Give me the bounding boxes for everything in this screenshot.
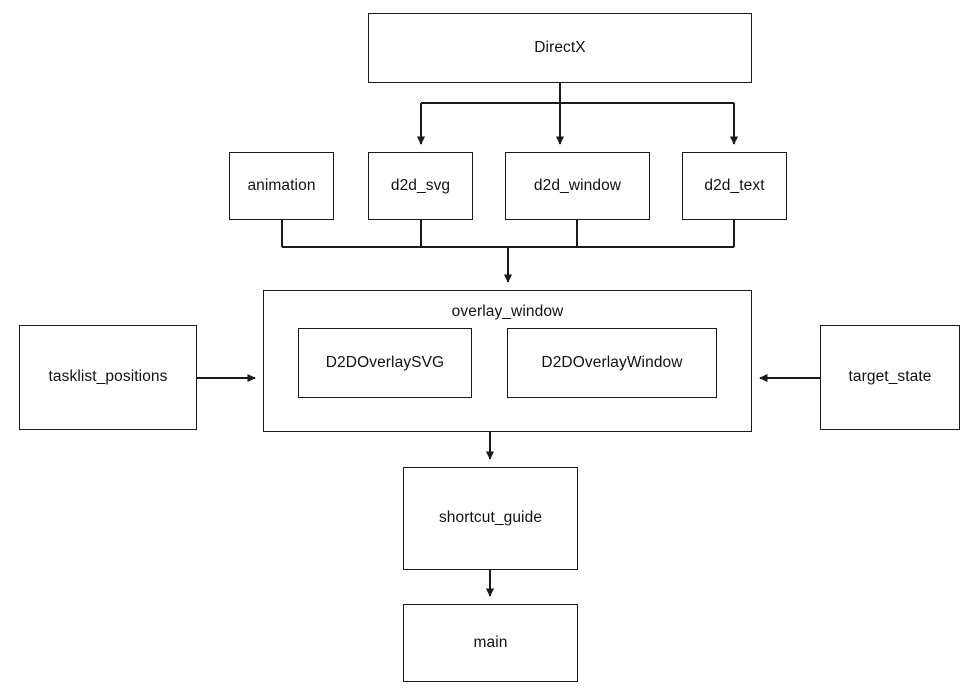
node-shortcut-guide-label: shortcut_guide: [438, 509, 543, 527]
node-d2doverlaywindow[interactable]: D2DOverlayWindow: [507, 328, 717, 398]
node-d2d-svg[interactable]: d2d_svg: [368, 152, 473, 220]
node-target-state[interactable]: target_state: [820, 325, 960, 430]
node-animation[interactable]: animation: [229, 152, 334, 220]
node-d2doverlaysvg[interactable]: D2DOverlaySVG: [298, 328, 472, 398]
node-d2doverlaysvg-label: D2DOverlaySVG: [325, 353, 445, 371]
node-main[interactable]: main: [403, 604, 578, 682]
node-d2d-svg-label: d2d_svg: [390, 176, 451, 194]
node-shortcut-guide[interactable]: shortcut_guide: [403, 467, 578, 570]
node-d2d-text[interactable]: d2d_text: [682, 152, 787, 220]
node-d2d-window[interactable]: d2d_window: [505, 152, 650, 220]
node-d2d-window-label: d2d_window: [533, 176, 622, 194]
node-main-label: main: [473, 633, 508, 651]
edge-directx-fanout: [416, 83, 739, 145]
node-tasklist-positions[interactable]: tasklist_positions: [19, 325, 197, 430]
edge-modules-merge-overlay: [281, 220, 735, 283]
node-tasklist-positions-label: tasklist_positions: [48, 368, 168, 386]
node-directx-label: DirectX: [534, 38, 586, 56]
node-overlay-window-label: overlay_window: [451, 303, 564, 320]
node-target-state-label: target_state: [848, 368, 932, 386]
node-animation-label: animation: [247, 176, 316, 194]
node-d2doverlaywindow-label: D2DOverlayWindow: [541, 353, 683, 371]
node-directx[interactable]: DirectX: [368, 13, 752, 83]
node-d2d-text-label: d2d_text: [704, 176, 765, 194]
